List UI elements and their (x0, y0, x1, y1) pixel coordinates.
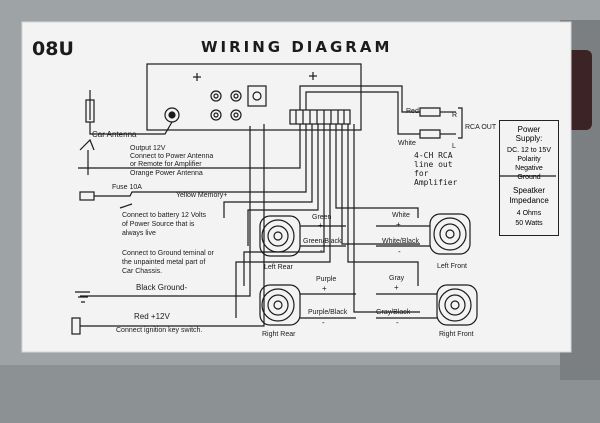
line-out-line3: for (414, 169, 429, 178)
diagram-title: WIRING DIAGRAM (201, 38, 393, 56)
line-out-line4: Amplifier (414, 178, 458, 187)
power-antenna-line2: Connect to Power Antenna (130, 153, 214, 160)
rca-white-label: White (398, 140, 416, 147)
ignition-note: Connect ignition key switch. (116, 327, 203, 334)
right-front-plus: + (394, 283, 399, 292)
right-front-minus: - (396, 318, 399, 327)
power-supply-ground: Ground (517, 174, 541, 181)
power-antenna-line3: or Remote for Amplifier (130, 161, 202, 168)
power-supply-line2: Supply: (515, 134, 543, 143)
left-front-label: Left Front (437, 263, 467, 270)
power-supply-line1: Power (517, 125, 541, 134)
ignition-wire-label: Red +12V (134, 312, 170, 321)
battery-note-line3: always live (122, 230, 156, 237)
power-antenna-line1: Output 12V (130, 145, 166, 152)
right-front-neg-wire: Gray/Black (376, 309, 411, 316)
power-supply-polarity: Polarity (517, 156, 541, 163)
rca-l-label: L (452, 143, 456, 150)
car-antenna-label: Car Antenna (92, 130, 137, 139)
model-number: 08U (32, 38, 74, 60)
head-unit (146, 63, 362, 131)
fuse-label: Fuse 10A (112, 184, 142, 191)
left-front-minus: - (398, 247, 401, 256)
power-supply-voltage: DC. 12 to 15V (507, 147, 551, 154)
left-front-pos-wire: White (392, 212, 410, 219)
right-front-label: Right Front (439, 331, 474, 338)
battery-note-line2: of Power Source that is (122, 221, 195, 228)
speaker-impedance-line1: Speatker (512, 186, 546, 195)
impedance-ohms: 4 Ohms (516, 210, 542, 217)
right-rear-pos-wire: Purple (316, 276, 337, 283)
right-rear-minus: - (322, 318, 325, 327)
left-front-plus: + (396, 220, 401, 229)
rca-r-label: R (452, 112, 458, 119)
power-antenna-wire: Orange Power Antenna (130, 170, 203, 177)
label-sticker (21, 21, 572, 353)
right-rear-plus: + (322, 284, 327, 293)
right-rear-label: Right Rear (262, 331, 296, 338)
left-rear-plus: + (318, 221, 323, 230)
speaker-impedance-line2: Impedance (509, 196, 549, 205)
left-rear-neg-wire: Green/Black (303, 238, 342, 245)
speaker-left-front-drawing (429, 213, 471, 255)
battery-note-line1: Connect to battery 12 Volts (122, 212, 207, 219)
speaker-right-front-drawing (436, 284, 478, 326)
left-front-neg-wire: White/Black (382, 238, 419, 245)
left-rear-pos-wire: Green (312, 214, 332, 221)
speaker-right-rear-drawing (259, 284, 301, 326)
ground-wire-label: Black Ground- (136, 283, 188, 292)
speaker-left-rear-drawing (259, 215, 301, 257)
memory-wire-label: Yellow Memory+ (176, 192, 228, 199)
left-rear-minus: - (320, 246, 323, 255)
rca-out-label: RCA OUT (465, 124, 497, 131)
power-watts: 50 Watts (515, 220, 543, 227)
ground-note-line3: Car Chassis. (122, 268, 163, 275)
right-front-pos-wire: Gray (389, 275, 405, 282)
power-supply-box: Power Supply: DC. 12 to 15V Polarity Neg… (499, 120, 559, 236)
right-rear-neg-wire: Purple/Black (308, 309, 348, 316)
left-rear-label: Left Rear (264, 264, 293, 271)
ground-note-line2: the unpainted metal part of (122, 259, 206, 266)
power-supply-negative: Negative (515, 165, 543, 172)
ground-note-line1: Connect to Ground teminal or (122, 250, 214, 257)
line-out-line2: line out (414, 160, 453, 169)
line-out-line1: 4-CH RCA (414, 151, 453, 160)
rca-red-label: Red (406, 108, 419, 115)
